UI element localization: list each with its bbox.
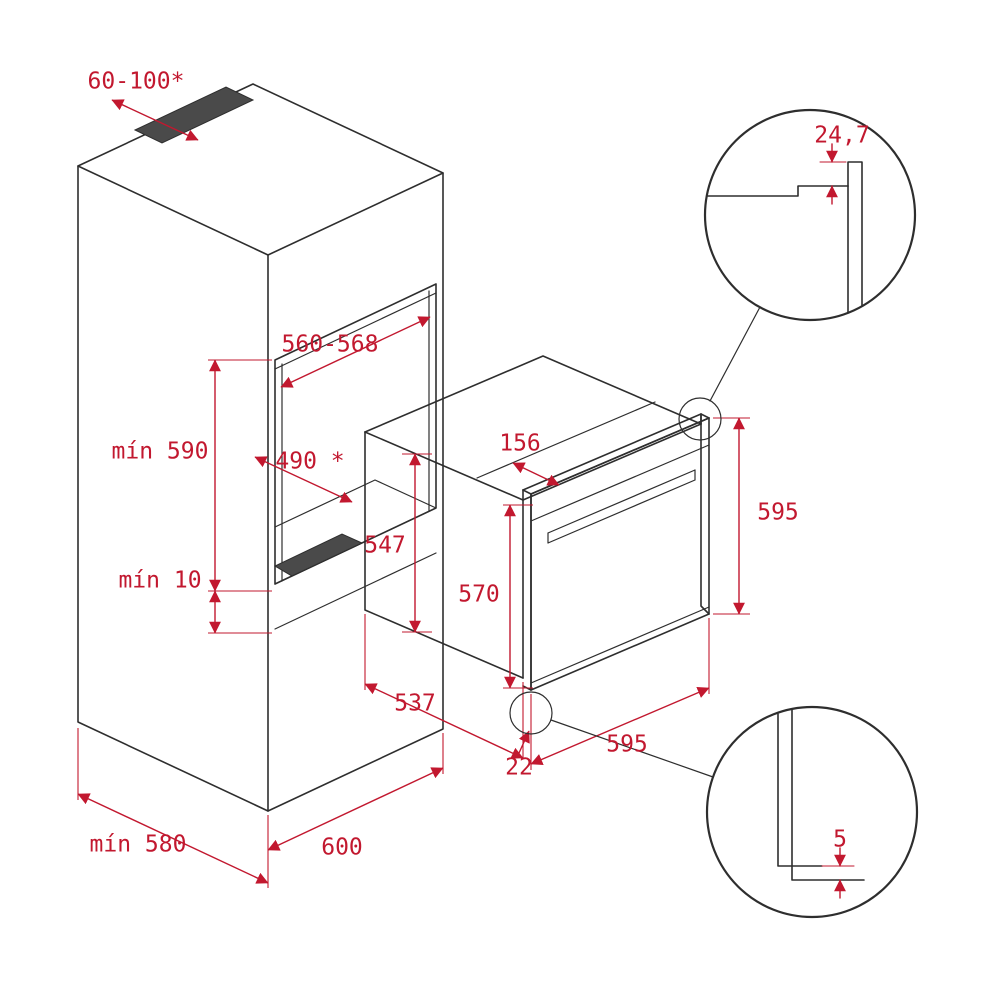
dim-label-vent-width: 60-100* [88,69,185,95]
dim-label-bottom-clearance: mín 10 [118,568,201,594]
niche-shelf [273,533,364,577]
dim-label-body-height: 547 [364,533,406,559]
dim-label-front-width: 595 [606,732,648,758]
dim-label-niche-depth: 490 * [275,449,344,475]
dim-label-door-height: 570 [458,582,500,608]
detail-bottom [705,705,919,919]
dim-label-body-depth: 537 [394,691,436,717]
detail-leader-bottom [550,719,714,778]
cabinet-dimensions [77,99,444,888]
dim-label-cabinet-depth: mín 580 [90,832,187,858]
dim-label-front-height: 595 [757,500,799,526]
detail-marker-top [678,397,722,441]
dim-label-top-overhang: 24,7 [814,123,869,149]
dim-label-niche-height: mín 590 [112,439,209,465]
dim-label-bottom-lip: 22 [505,755,533,781]
vent-slot [133,86,255,144]
oven-dimensions [364,417,750,770]
oven-outline [364,355,710,691]
detail-leader-top [709,306,761,402]
dim-label-top-depth: 156 [499,431,541,457]
dim-label-cabinet-width: 600 [321,835,363,861]
detail-top [703,108,917,322]
dim-label-niche-width: 560-568 [282,332,379,358]
detail-callouts [509,306,761,778]
dim-label-bottom-gap: 5 [833,827,847,853]
detail-marker-bottom [509,691,553,735]
